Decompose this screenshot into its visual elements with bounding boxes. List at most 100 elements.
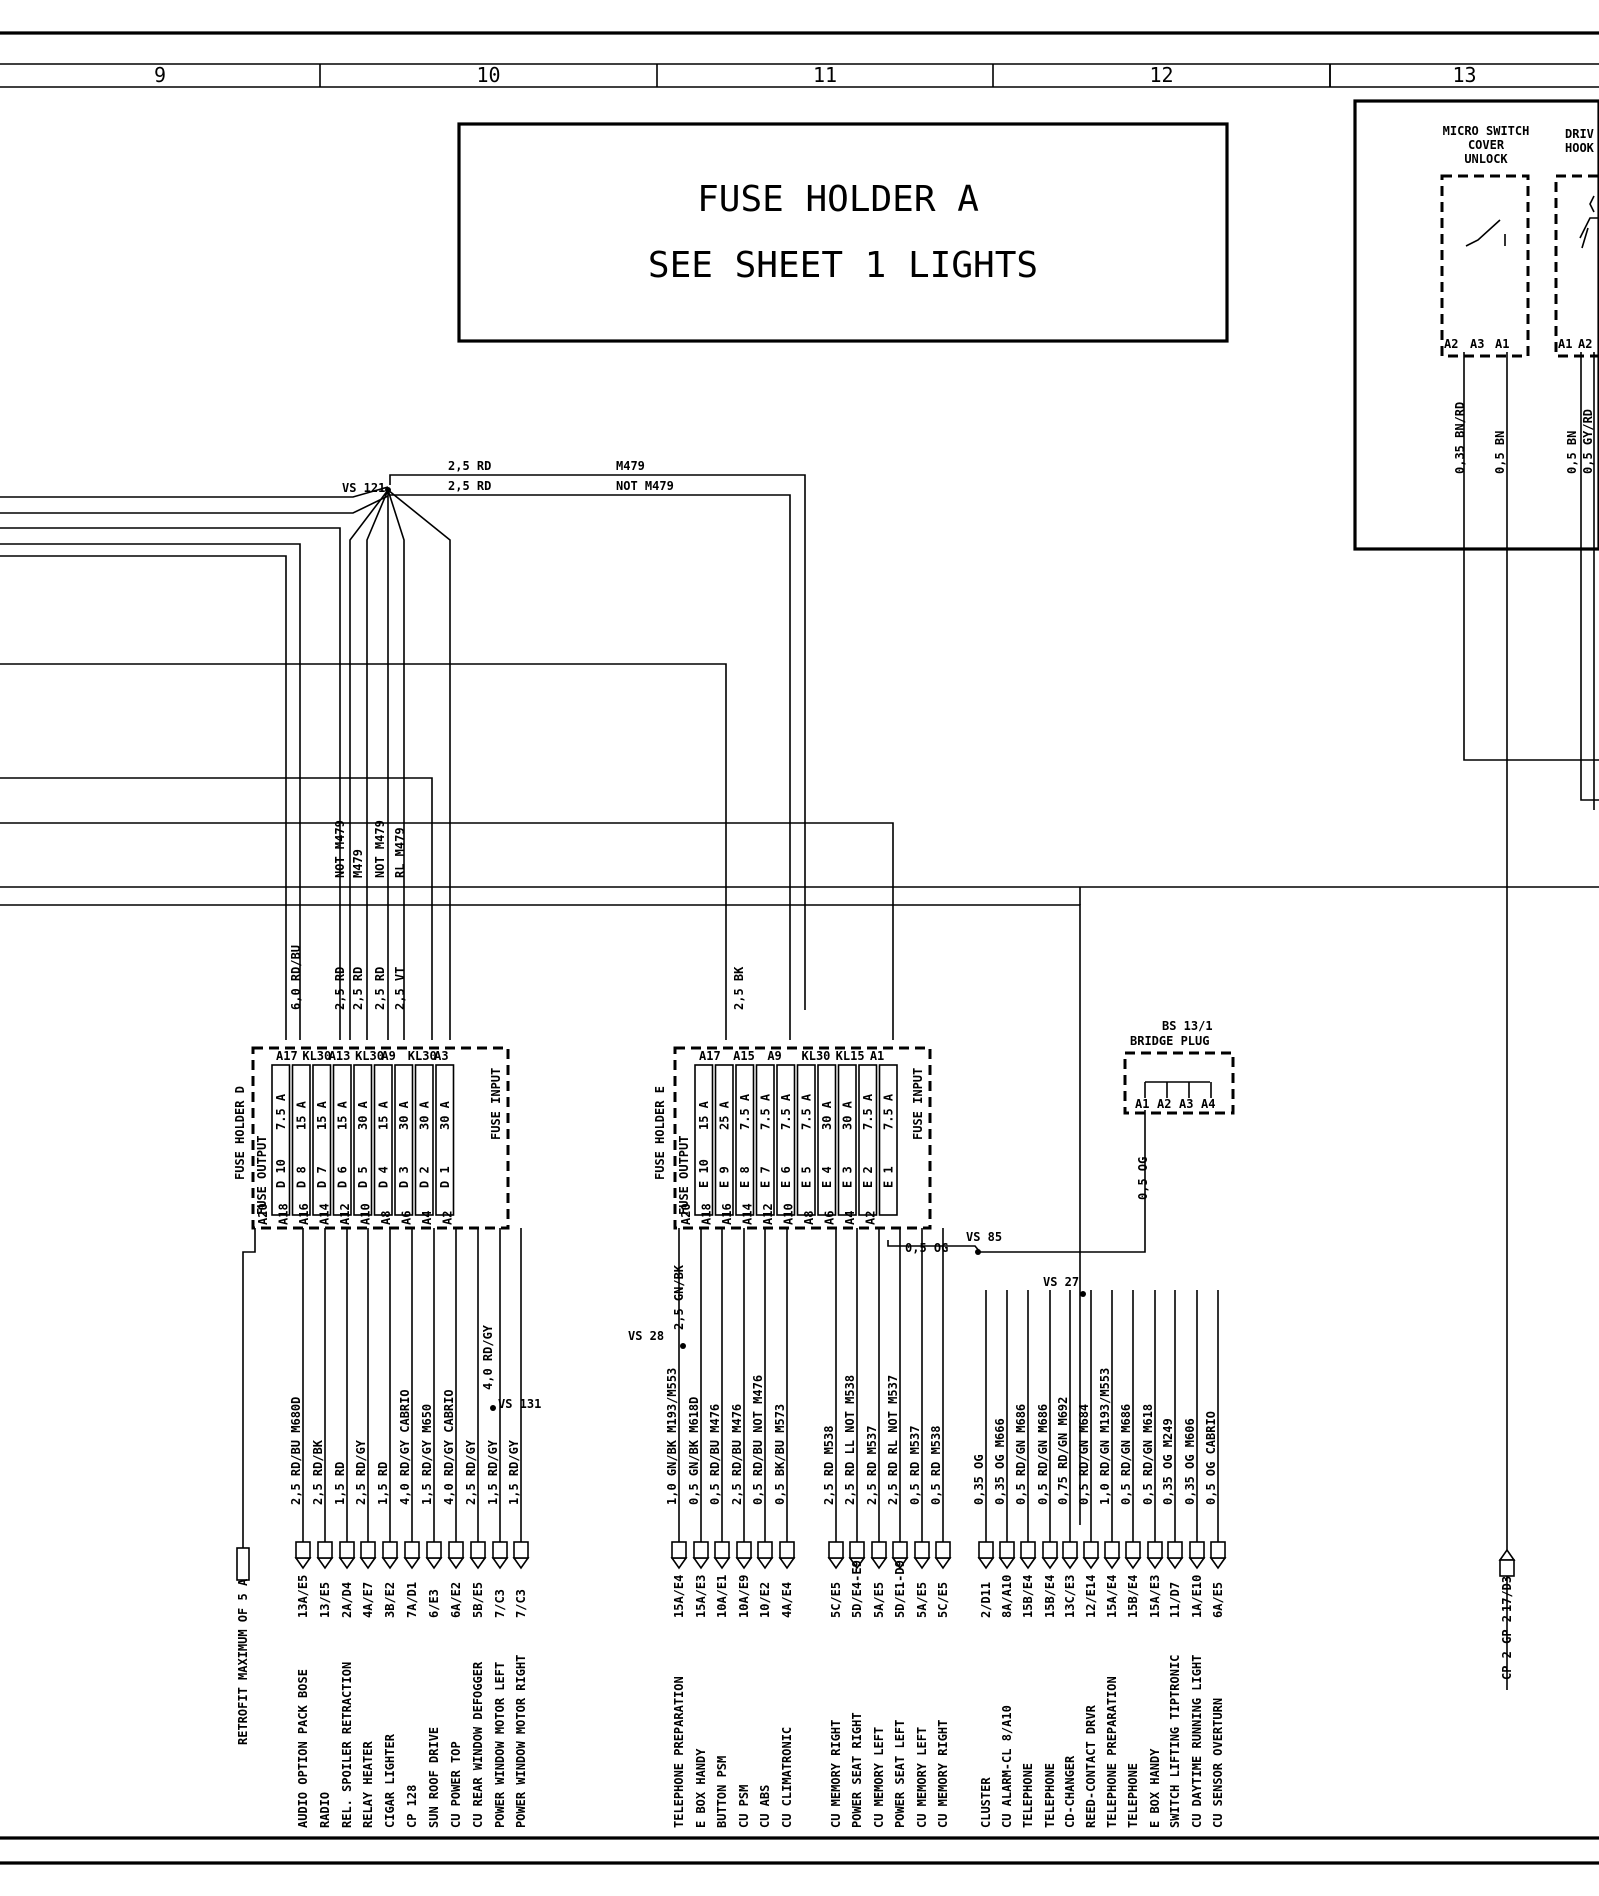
output-destination: RETROFIT MAXIMUM OF 5 A (236, 1578, 250, 1745)
output-ref: 2/D11 (979, 1582, 993, 1618)
output-ref: 15A/E4 (1105, 1575, 1119, 1618)
output-ref: 10/E2 (758, 1582, 772, 1618)
vs131-label: VS 131 (498, 1397, 541, 1411)
wire-label-gyrd: 0,5 GY/RD (1581, 409, 1595, 474)
fuse-output-pin: A2 (441, 1211, 455, 1225)
fuse-output-pin: A10 (359, 1203, 373, 1225)
fuse-d-input-wire: 2,5 RD (333, 967, 347, 1010)
output-wire-label: 0,35 OG M666 (993, 1418, 1007, 1505)
output-wire-label: 0,5 RD/BU NOT M476 (751, 1375, 765, 1505)
fuse-number: E 5 (800, 1166, 814, 1188)
output-destination: CU REAR WINDOW DEFOGGER (471, 1661, 485, 1828)
connector-icon (892, 1541, 908, 1559)
bridge-plug-box (1123, 1051, 1235, 1115)
output-wire-label: 0,5 RD M537 (908, 1426, 922, 1505)
fuse-holder-a-box (457, 122, 1229, 343)
connector-icon (1104, 1541, 1120, 1559)
output-ref: 10A/E9 (737, 1575, 751, 1618)
fuse-rating: 15 A (697, 1100, 711, 1130)
fuse-output-pin: A2 (864, 1211, 878, 1225)
fuse-slot (271, 1064, 291, 1216)
connector-arrow-icon (469, 1557, 487, 1570)
output-ref: 6A/E2 (449, 1582, 463, 1618)
connector-arrow-icon (294, 1557, 312, 1570)
bus-line-7 (0, 777, 433, 1040)
connector-arrow-icon (713, 1557, 731, 1570)
fuse-slot (435, 1064, 455, 1216)
output-destination: CD-CHANGER (1063, 1755, 1077, 1828)
output-ref: 13/E5 (318, 1582, 332, 1618)
bridge-og-label: 0,5 OG (1136, 1157, 1150, 1200)
vs27-label: VS 27 (1043, 1275, 1079, 1289)
output-destination: TELEPHONE PREPARATION (672, 1676, 686, 1828)
output-destination: REED-CONTACT DRVR (1084, 1704, 1098, 1828)
vs131-wire-label: 4,0 RD/GY (481, 1324, 495, 1390)
fuse-rating: 7.5 A (861, 1093, 875, 1130)
fuse-output-pin: A18 (277, 1203, 291, 1225)
output-ref: 5A/E5 (872, 1582, 886, 1618)
bus-line-3 (0, 527, 341, 1040)
connector-arrow-icon (338, 1557, 356, 1570)
wire-hook-a1 (1580, 352, 1599, 801)
output-destination: TELEPHONE (1126, 1763, 1140, 1828)
fuse-d-input-option: RL M479 (393, 827, 407, 878)
output-ref: 7/C3 (514, 1589, 528, 1618)
fuse-slot (735, 1064, 755, 1216)
fuse-holder-e-title: FUSE HOLDER E (653, 1086, 667, 1180)
vs85-label: VS 85 (966, 1230, 1002, 1244)
output-destination: CLUSTER (979, 1777, 993, 1828)
connector-arrow-icon (778, 1557, 796, 1570)
fuse-number: E 1 (882, 1166, 896, 1188)
column-number: 11 (813, 63, 837, 87)
vs85-splice (975, 1249, 981, 1255)
output-destination: CU MEMORY LEFT (915, 1727, 929, 1828)
output-ref: 5B/E5 (471, 1582, 485, 1618)
output-destination: POWER WINDOW MOTOR LEFT (493, 1662, 507, 1828)
og-wire-label: 0,5 OG (905, 1241, 948, 1255)
micro-switch-pin-a2: A2 (1444, 337, 1458, 351)
fuse-output-pin: A12 (338, 1203, 352, 1225)
fuse-output-pin: A6 (823, 1211, 837, 1225)
output-destination: E BOX HANDY (694, 1748, 708, 1828)
wire-label-bn-2: 0,5 BN (1565, 431, 1579, 474)
fuse-output-pin: A12 (761, 1203, 775, 1225)
output-ref: 15B/E4 (1043, 1575, 1057, 1618)
connector-arrow-icon (1146, 1557, 1164, 1570)
connector-icon (360, 1541, 376, 1559)
fuse-number: E 4 (820, 1166, 834, 1188)
fuse-input-pin: A17 (699, 1049, 721, 1063)
fuse-d-input-wire: 2,5 RD (351, 967, 365, 1010)
connector-arrow-icon (447, 1557, 465, 1570)
column-number: 12 (1149, 63, 1173, 87)
output-ref: 5D/E4-E9 (850, 1560, 864, 1618)
driver-hook-label-2: HOOK (1565, 141, 1595, 155)
output-destination: CU ALARM-CL 8/A10 (1000, 1705, 1014, 1828)
fuse-slot (291, 1064, 311, 1216)
bridge-plug-pin: A1 (1135, 1097, 1149, 1111)
connector-icon (317, 1541, 333, 1559)
connector-arrow-icon (381, 1557, 399, 1570)
fuse-number: D 8 (295, 1166, 309, 1188)
fuse-input-pin: KL30 (302, 1049, 331, 1063)
fuse-number: E 2 (861, 1166, 875, 1188)
fuse-rating: 15 A (336, 1100, 350, 1130)
connector-arrow-icon (756, 1557, 774, 1570)
fuse-output-pin: A16 (720, 1203, 734, 1225)
connector-arrow-icon (1124, 1557, 1142, 1570)
fuse-slot (817, 1064, 837, 1216)
output-ref: 5C/E5 (829, 1582, 843, 1618)
connector-icon (295, 1541, 311, 1559)
connector-icon (978, 1541, 994, 1559)
micro-switch-pin-a3: A3 (1470, 337, 1484, 351)
fuse-slot (353, 1064, 373, 1216)
output-destination: AUDIO OPTION PACK BOSE (296, 1669, 310, 1828)
connector-icon (339, 1541, 355, 1559)
fuse-rating: 15 A (295, 1100, 309, 1130)
connector-arrow-icon (1019, 1557, 1037, 1570)
connector-icon (404, 1541, 420, 1559)
output-destination: E BOX HANDY (1148, 1748, 1162, 1828)
output-ref: 8A/A10 (1000, 1575, 1014, 1618)
connector-icon (1125, 1541, 1141, 1559)
connector-arrow-icon (977, 1557, 995, 1570)
connector-arrow-icon (827, 1557, 845, 1570)
